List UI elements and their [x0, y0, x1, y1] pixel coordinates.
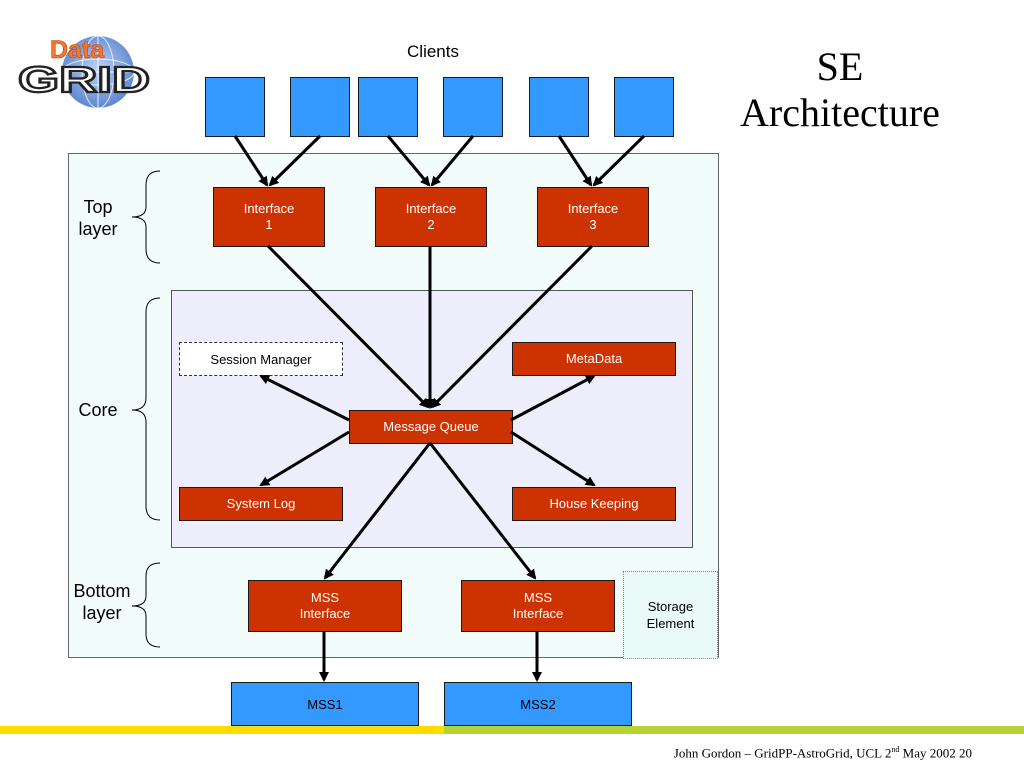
- top-layer-label: Top layer: [68, 196, 128, 240]
- top-layer-brace: [131, 170, 161, 264]
- mss-interface-2-box: MSS Interface: [461, 580, 615, 632]
- arrow-client6-to-interface3: [592, 134, 646, 187]
- arrow-client1-to-interface1: [233, 135, 269, 187]
- slide-title: SE Architecture: [700, 44, 980, 136]
- globe-icon: [61, 35, 135, 109]
- arrow-queue-to-system-log: [259, 430, 350, 487]
- core-layer-brace: [131, 297, 161, 521]
- mss-interface-2-label-line1: MSS: [523, 590, 553, 605]
- mss-interface-1-box: MSS Interface: [248, 580, 402, 632]
- arrow-queue-to-session-manager: [259, 374, 350, 422]
- core-layer-label: Core: [78, 400, 118, 420]
- arrow-queue-to-house-keeping: [510, 430, 596, 487]
- mss2-box: MSS2: [444, 682, 632, 726]
- bottom-layer-label: Bottom layer: [64, 580, 140, 624]
- interface-3-label: Interface: [567, 201, 619, 216]
- footer-superscript: nd: [891, 745, 900, 754]
- message-queue-box: Message Queue: [349, 410, 513, 444]
- client-box-6: [614, 77, 674, 137]
- datagrid-logo: Data GRID: [17, 35, 151, 109]
- storage-element-label-line2: Element: [646, 616, 695, 631]
- bottom-layer-brace: [131, 562, 161, 648]
- storage-element-label: Storage Element: [623, 571, 718, 659]
- system-log-box: System Log: [179, 487, 343, 521]
- slide-footer: John Gordon – GridPP-AstroGrid, UCL 2nd …: [560, 745, 972, 761]
- bottom-layer-label-line2: layer: [82, 603, 122, 623]
- arrow-queue-to-mss-interface1: [323, 442, 432, 580]
- arrow-queue-to-mss-interface2: [428, 442, 537, 580]
- client-box-3: [358, 77, 418, 137]
- logo-grid-text: GRID: [18, 59, 150, 100]
- client-box-2: [290, 77, 350, 137]
- arrow-client2-to-interface1: [268, 134, 322, 187]
- interface-1-box: Interface 1: [213, 187, 325, 247]
- interface-3-number: 3: [589, 217, 597, 232]
- clients-label: Clients: [407, 42, 459, 61]
- slide-title-line2: Architecture: [740, 90, 940, 135]
- arrow-client5-to-interface3: [557, 135, 593, 187]
- mss-interface-1-label-line1: MSS: [310, 590, 340, 605]
- logo-data-text: Data: [50, 36, 105, 64]
- arrow-interface1-to-queue: [266, 244, 430, 409]
- arrow-client4-to-interface2: [430, 135, 475, 187]
- footer-bar-yellow: [0, 726, 444, 734]
- interface-1-number: 1: [265, 217, 273, 232]
- interface-3-box: Interface 3: [537, 187, 649, 247]
- mss1-box: MSS1: [231, 682, 419, 726]
- footer-text-before: John Gordon – GridPP-AstroGrid, UCL 2: [673, 745, 892, 761]
- arrow-client3-to-interface2: [386, 135, 431, 187]
- interface-2-label: Interface: [405, 201, 457, 216]
- client-box-4: [443, 77, 503, 137]
- footer-text-after: May 2002 20: [899, 745, 972, 761]
- slide-title-line1: SE: [816, 44, 864, 89]
- house-keeping-box: House Keeping: [512, 487, 676, 521]
- client-box-5: [529, 77, 589, 137]
- storage-element-label-line1: Storage: [647, 599, 694, 614]
- top-layer-label-line2: layer: [78, 219, 118, 239]
- interface-1-label: Interface: [243, 201, 295, 216]
- arrow-queue-to-metadata: [510, 374, 596, 422]
- client-box-1: [205, 77, 265, 137]
- mss-interface-1-label-line2: Interface: [299, 606, 351, 621]
- interface-2-number: 2: [427, 217, 435, 232]
- bottom-layer-label-line1: Bottom: [73, 581, 131, 601]
- mss-interface-2-label-line2: Interface: [512, 606, 564, 621]
- footer-bar-green: [444, 726, 1024, 734]
- top-layer-label-line1: Top: [83, 197, 113, 217]
- arrow-interface3-to-queue: [430, 244, 594, 409]
